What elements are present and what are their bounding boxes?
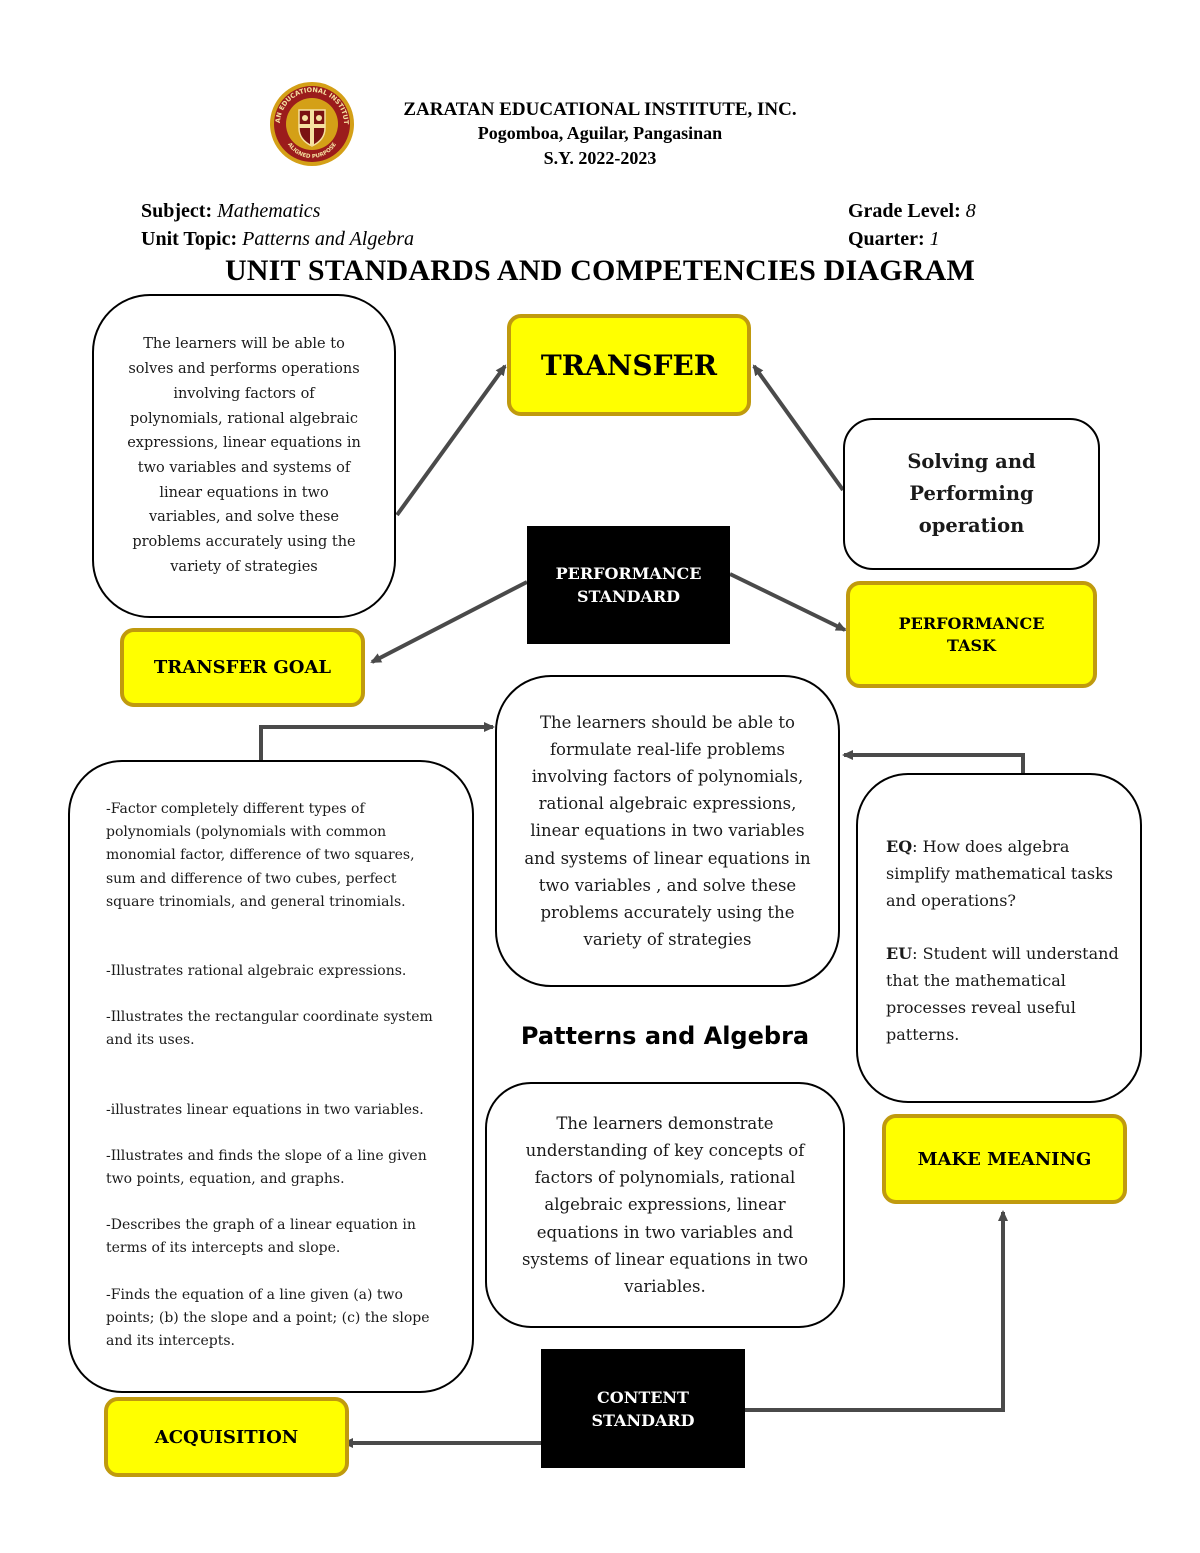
- performance-standard-box: PERFORMANCE STANDARD: [527, 526, 730, 644]
- eu-label: EU: [886, 944, 913, 963]
- eq-label: EQ: [886, 837, 913, 856]
- school-address: Pogomboa, Aguilar, Pangasinan: [477, 123, 723, 143]
- unit-topic-label: Unit Topic:: [141, 228, 238, 250]
- arrow-standard-to-task: [729, 572, 847, 632]
- school-name: ZARATAN EDUCATIONAL INSTITUTE, INC.: [403, 99, 797, 120]
- eq-text: : How does algebra simplify mathematical…: [886, 837, 1113, 910]
- transfer-box: TRANSFER: [507, 314, 751, 416]
- subject-label: Subject:: [141, 200, 213, 222]
- enduring-understanding: EU: Student will understand that the mat…: [886, 940, 1122, 1048]
- grade-level-label: Grade Level:: [848, 200, 961, 222]
- essential-question: EQ: How does algebra simplify mathematic…: [886, 833, 1122, 914]
- subject-value: Mathematics: [217, 200, 321, 222]
- essential-question-understanding-box: EQ: How does algebra simplify mathematic…: [856, 773, 1142, 1103]
- arrow-goal-to-transfer: [395, 364, 507, 517]
- content-standard-box: CONTENT STANDARD: [541, 1349, 745, 1468]
- arrow-meaning-to-standard: [842, 750, 1025, 773]
- unit-topic-value: Patterns and Algebra: [242, 228, 415, 250]
- arrow-content-to-meaning: [745, 1210, 1008, 1412]
- make-meaning-box: MAKE MEANING: [882, 1114, 1127, 1204]
- list-item: -Factor completely different types of po…: [106, 801, 415, 910]
- transfer-goal-box: TRANSFER GOAL: [120, 628, 365, 707]
- school-year: S.Y. 2022-2023: [543, 148, 657, 168]
- page-title: UNIT STANDARDS AND COMPETENCIES DIAGRAM: [224, 254, 976, 287]
- eu-text: : Student will understand that the mathe…: [886, 944, 1119, 1044]
- grade-level-value: 8: [965, 200, 976, 222]
- performance-task-description: Solving and Performing operation: [843, 418, 1100, 570]
- list-item: -illustrates linear equations in two var…: [106, 1101, 424, 1118]
- acquisition-competencies-list: -Factor completely different types of po…: [68, 760, 474, 1393]
- list-item: -Illustrates the rectangular coordinate …: [106, 1009, 433, 1049]
- arrow-acquisition-to-standard: [259, 722, 495, 760]
- list-item: -Illustrates rational algebraic expressi…: [106, 963, 407, 980]
- subject-line: Subject: Mathematics: [141, 198, 320, 224]
- acquisition-box: ACQUISITION: [104, 1397, 349, 1477]
- content-standard-description: The learners demonstrate understanding o…: [485, 1082, 845, 1328]
- unit-topic-line: Unit Topic: Patterns and Algebra: [141, 226, 414, 252]
- list-item: -Describes the graph of a linear equatio…: [106, 1217, 416, 1257]
- arrow-standard-to-goal: [370, 580, 528, 664]
- transfer-goal-description: The learners will be able to solves and …: [92, 294, 396, 618]
- school-logo: ZARATAN EDUCATIONAL INSTITUTE, INC ALIGN…: [268, 80, 354, 166]
- performance-standard-description: The learners should be able to formulate…: [495, 675, 840, 987]
- list-item: -Illustrates and finds the slope of a li…: [106, 1147, 427, 1188]
- quarter-value: 1: [929, 228, 940, 250]
- grade-level-line: Grade Level: 8: [848, 198, 976, 224]
- quarter-label: Quarter:: [848, 228, 925, 250]
- list-item: -Finds the equation of a line given (a) …: [106, 1286, 430, 1350]
- center-topic-title: Patterns and Algebra: [520, 1022, 810, 1050]
- quarter-line: Quarter: 1: [848, 226, 940, 252]
- performance-task-box: PERFORMANCE TASK: [846, 581, 1097, 688]
- arrow-task-to-transfer: [752, 364, 845, 492]
